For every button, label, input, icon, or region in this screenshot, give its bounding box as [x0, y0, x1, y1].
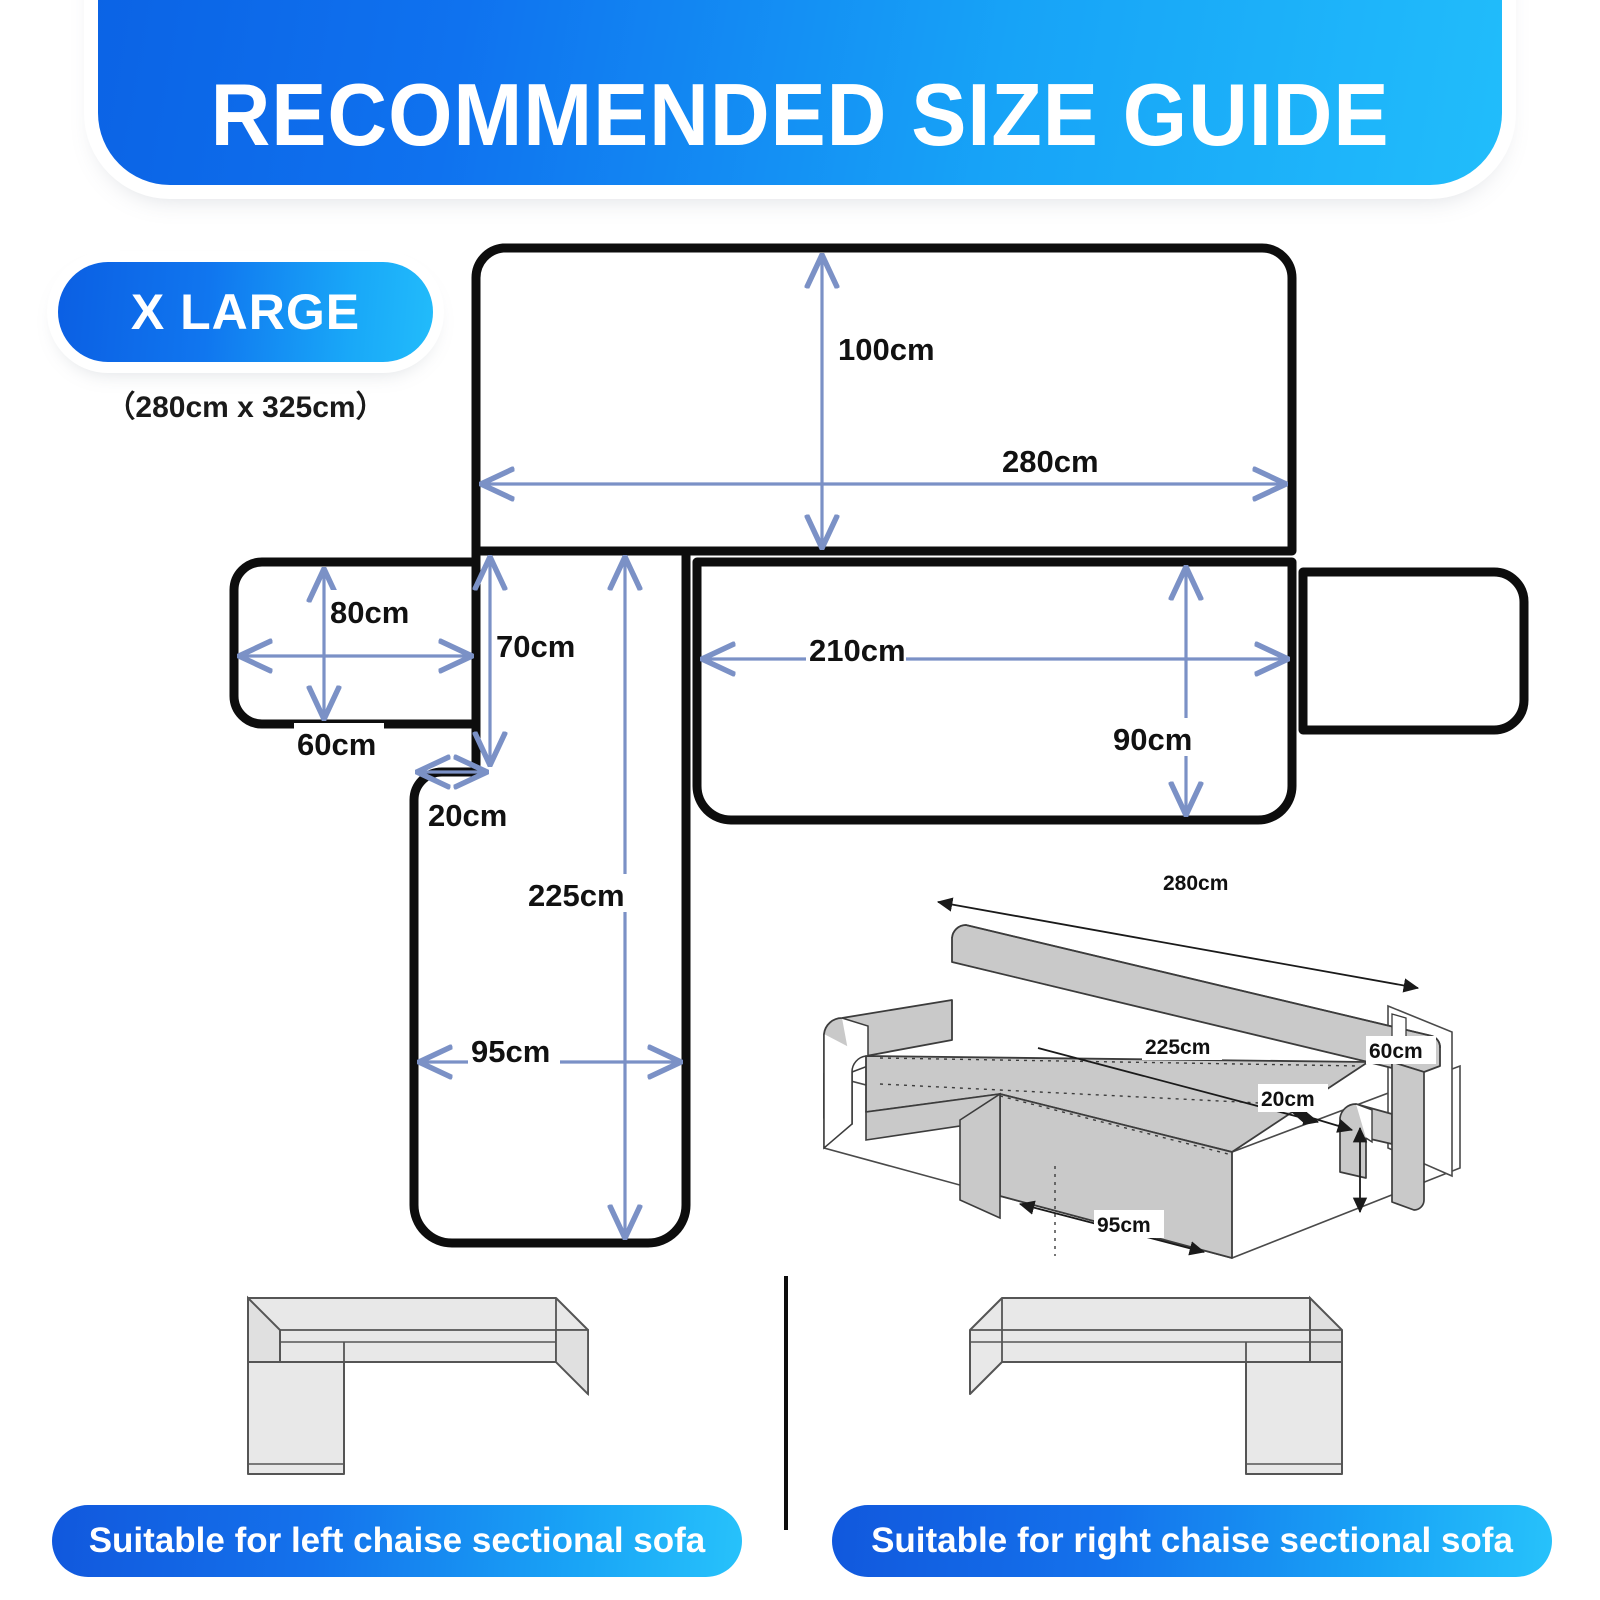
label-seat-depth-left: 70cm: [496, 629, 575, 664]
three-d-sofa-illustration: 280cm 225cm 60cm 20cm 95cm: [823, 868, 1461, 1259]
left-chaise-label-text: Suitable for left chaise sectional sofa: [88, 1521, 706, 1560]
label-seat-width: 210cm: [809, 633, 906, 668]
right-chaise-label-pill: Suitable for right chaise sectional sofa: [832, 1505, 1552, 1577]
right-arm-flap-panel: [1298, 567, 1529, 735]
label-left-arm-height: 80cm: [330, 595, 409, 630]
label-sofa-chaise-width: 95cm: [1097, 1214, 1151, 1237]
size-badge-label: X LARGE: [130, 284, 361, 340]
label-backrest-width: 280cm: [1002, 444, 1099, 479]
size-badge-dimensions: （280cm x 325cm）: [105, 391, 386, 424]
size-badge: X LARGE: [58, 262, 433, 362]
label-backrest-height: 100cm: [838, 332, 935, 367]
label-chaise-length: 225cm: [528, 878, 625, 913]
label-chaise-width: 95cm: [471, 1034, 550, 1069]
page-title: RECOMMENDED SIZE GUIDE: [210, 65, 1390, 164]
left-chaise-label-pill: Suitable for left chaise sectional sofa: [52, 1505, 742, 1577]
label-seat-depth: 90cm: [1113, 722, 1192, 757]
header-banner: RECOMMENDED SIZE GUIDE: [98, 0, 1502, 185]
right-chaise-label-text: Suitable for right chaise sectional sofa: [871, 1521, 1513, 1560]
right-chaise-sofa-icon: [969, 1295, 1343, 1475]
label-sofa-arm-height: 60cm: [1369, 1040, 1423, 1063]
label-sofa-total-width: 280cm: [1163, 872, 1228, 895]
label-chaise-offset: 20cm: [428, 798, 507, 833]
left-chaise-sofa-icon: [247, 1295, 589, 1475]
label-sofa-chaise-length: 225cm: [1145, 1036, 1210, 1059]
flat-pattern-dimension-labels: 100cm 280cm 80cm 60cm 70cm 20cm 225cm 95…: [294, 326, 1202, 1069]
backrest-panel: [471, 243, 1297, 556]
label-left-arm-width: 60cm: [297, 727, 376, 762]
label-sofa-arm-depth: 20cm: [1261, 1088, 1315, 1111]
flat-pattern-dimension-lines: [242, 258, 1285, 1235]
left-arm-flap-panel: [229, 557, 481, 729]
seat-panel: [692, 557, 1297, 825]
